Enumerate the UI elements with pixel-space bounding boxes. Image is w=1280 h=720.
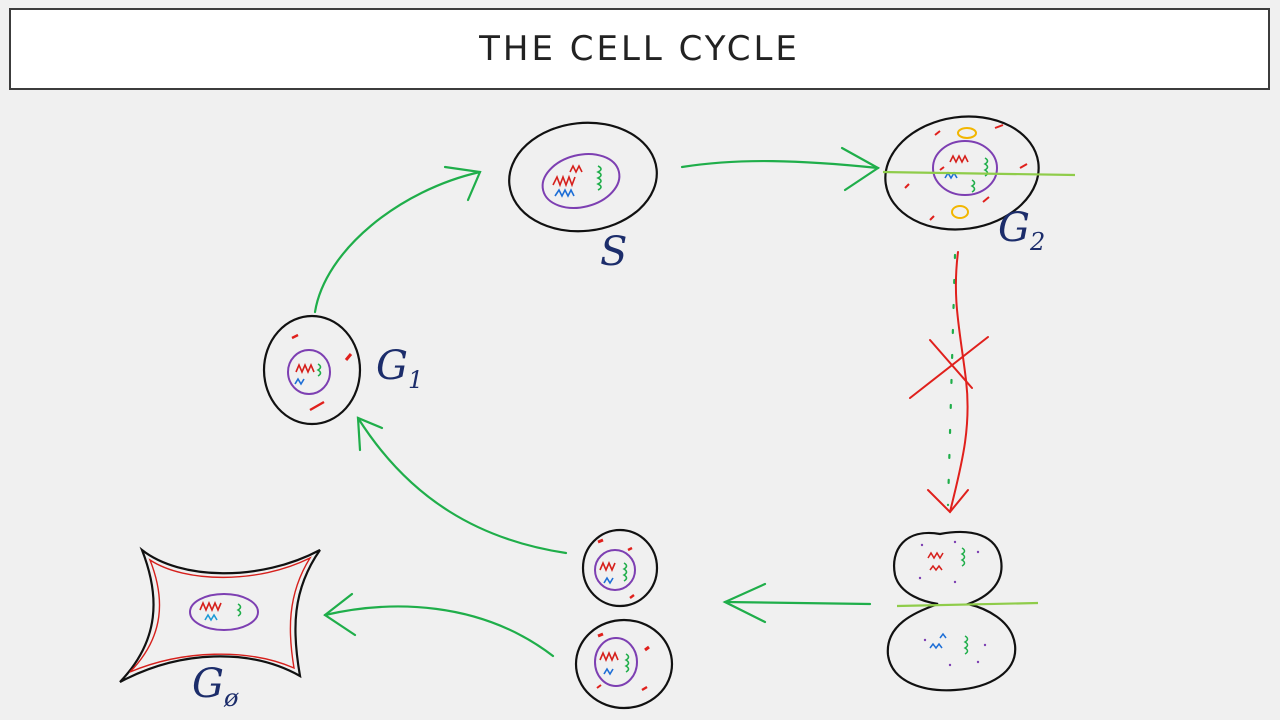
arrowhead-mitosis-to-daughters <box>722 582 767 624</box>
label-g2-text: G <box>998 205 1030 251</box>
red-arrowhead <box>927 489 969 514</box>
label-g2-sub: 2 <box>1029 228 1046 256</box>
arrowhead-daughters-to-g1 <box>356 416 384 452</box>
g2-checkpoint-line <box>882 170 1076 177</box>
mitosis-checkpoint-line <box>896 601 1039 608</box>
label-g1: G1 <box>376 346 423 392</box>
label-g0: Gø <box>192 664 238 710</box>
g2-centrosome-top <box>957 127 977 139</box>
label-g1-text: G <box>376 343 408 389</box>
dashed-arrow-g2-to-m <box>946 253 957 507</box>
arrowhead-s-to-g2 <box>840 146 881 192</box>
g1-phase-cell <box>262 314 362 426</box>
page-title: THE CELL CYCLE <box>479 29 800 69</box>
label-g2: G2 <box>998 208 1045 254</box>
label-s-text: S <box>600 229 628 275</box>
g0-phase-cell <box>119 546 321 683</box>
s-chromosomes-blue <box>554 188 575 198</box>
g0-nucleus <box>189 593 259 631</box>
mitosis-cell <box>886 530 1039 692</box>
arrowhead-daughters-to-g0 <box>323 592 357 637</box>
g2-nucleus <box>932 140 998 196</box>
s-nucleus <box>541 153 621 209</box>
daughter-cell-bottom <box>574 618 674 710</box>
label-g1-sub: 1 <box>407 366 424 394</box>
g2-phase-cell <box>882 115 1076 231</box>
daughter-cell-top <box>581 528 659 608</box>
arrow-daughters-to-g0 <box>323 605 555 658</box>
cross-mark-a <box>929 339 973 389</box>
label-s: S <box>600 232 627 272</box>
red-arrow-g2-to-m <box>949 251 969 513</box>
cycle-arrows <box>313 146 957 658</box>
blocked-transition <box>909 251 989 514</box>
label-g0-sub: ø <box>223 684 239 712</box>
arrow-mitosis-to-daughters <box>723 600 872 606</box>
g1-nucleus <box>287 349 331 395</box>
title-banner: THE CELL CYCLE <box>9 8 1270 90</box>
s-chromosomes-green <box>596 165 602 191</box>
s-chromosomes-red <box>552 174 576 188</box>
arrow-daughters-to-g1 <box>356 416 568 555</box>
arrow-g1-to-s <box>313 170 482 314</box>
cross-mark-b <box>909 336 989 399</box>
s-phase-cell <box>508 121 658 233</box>
label-g0-text: G <box>192 661 224 707</box>
arrowhead-g1-to-s <box>443 165 482 202</box>
arrow-s-to-g2 <box>680 159 880 170</box>
g2-centrosome-bottom <box>951 205 969 219</box>
